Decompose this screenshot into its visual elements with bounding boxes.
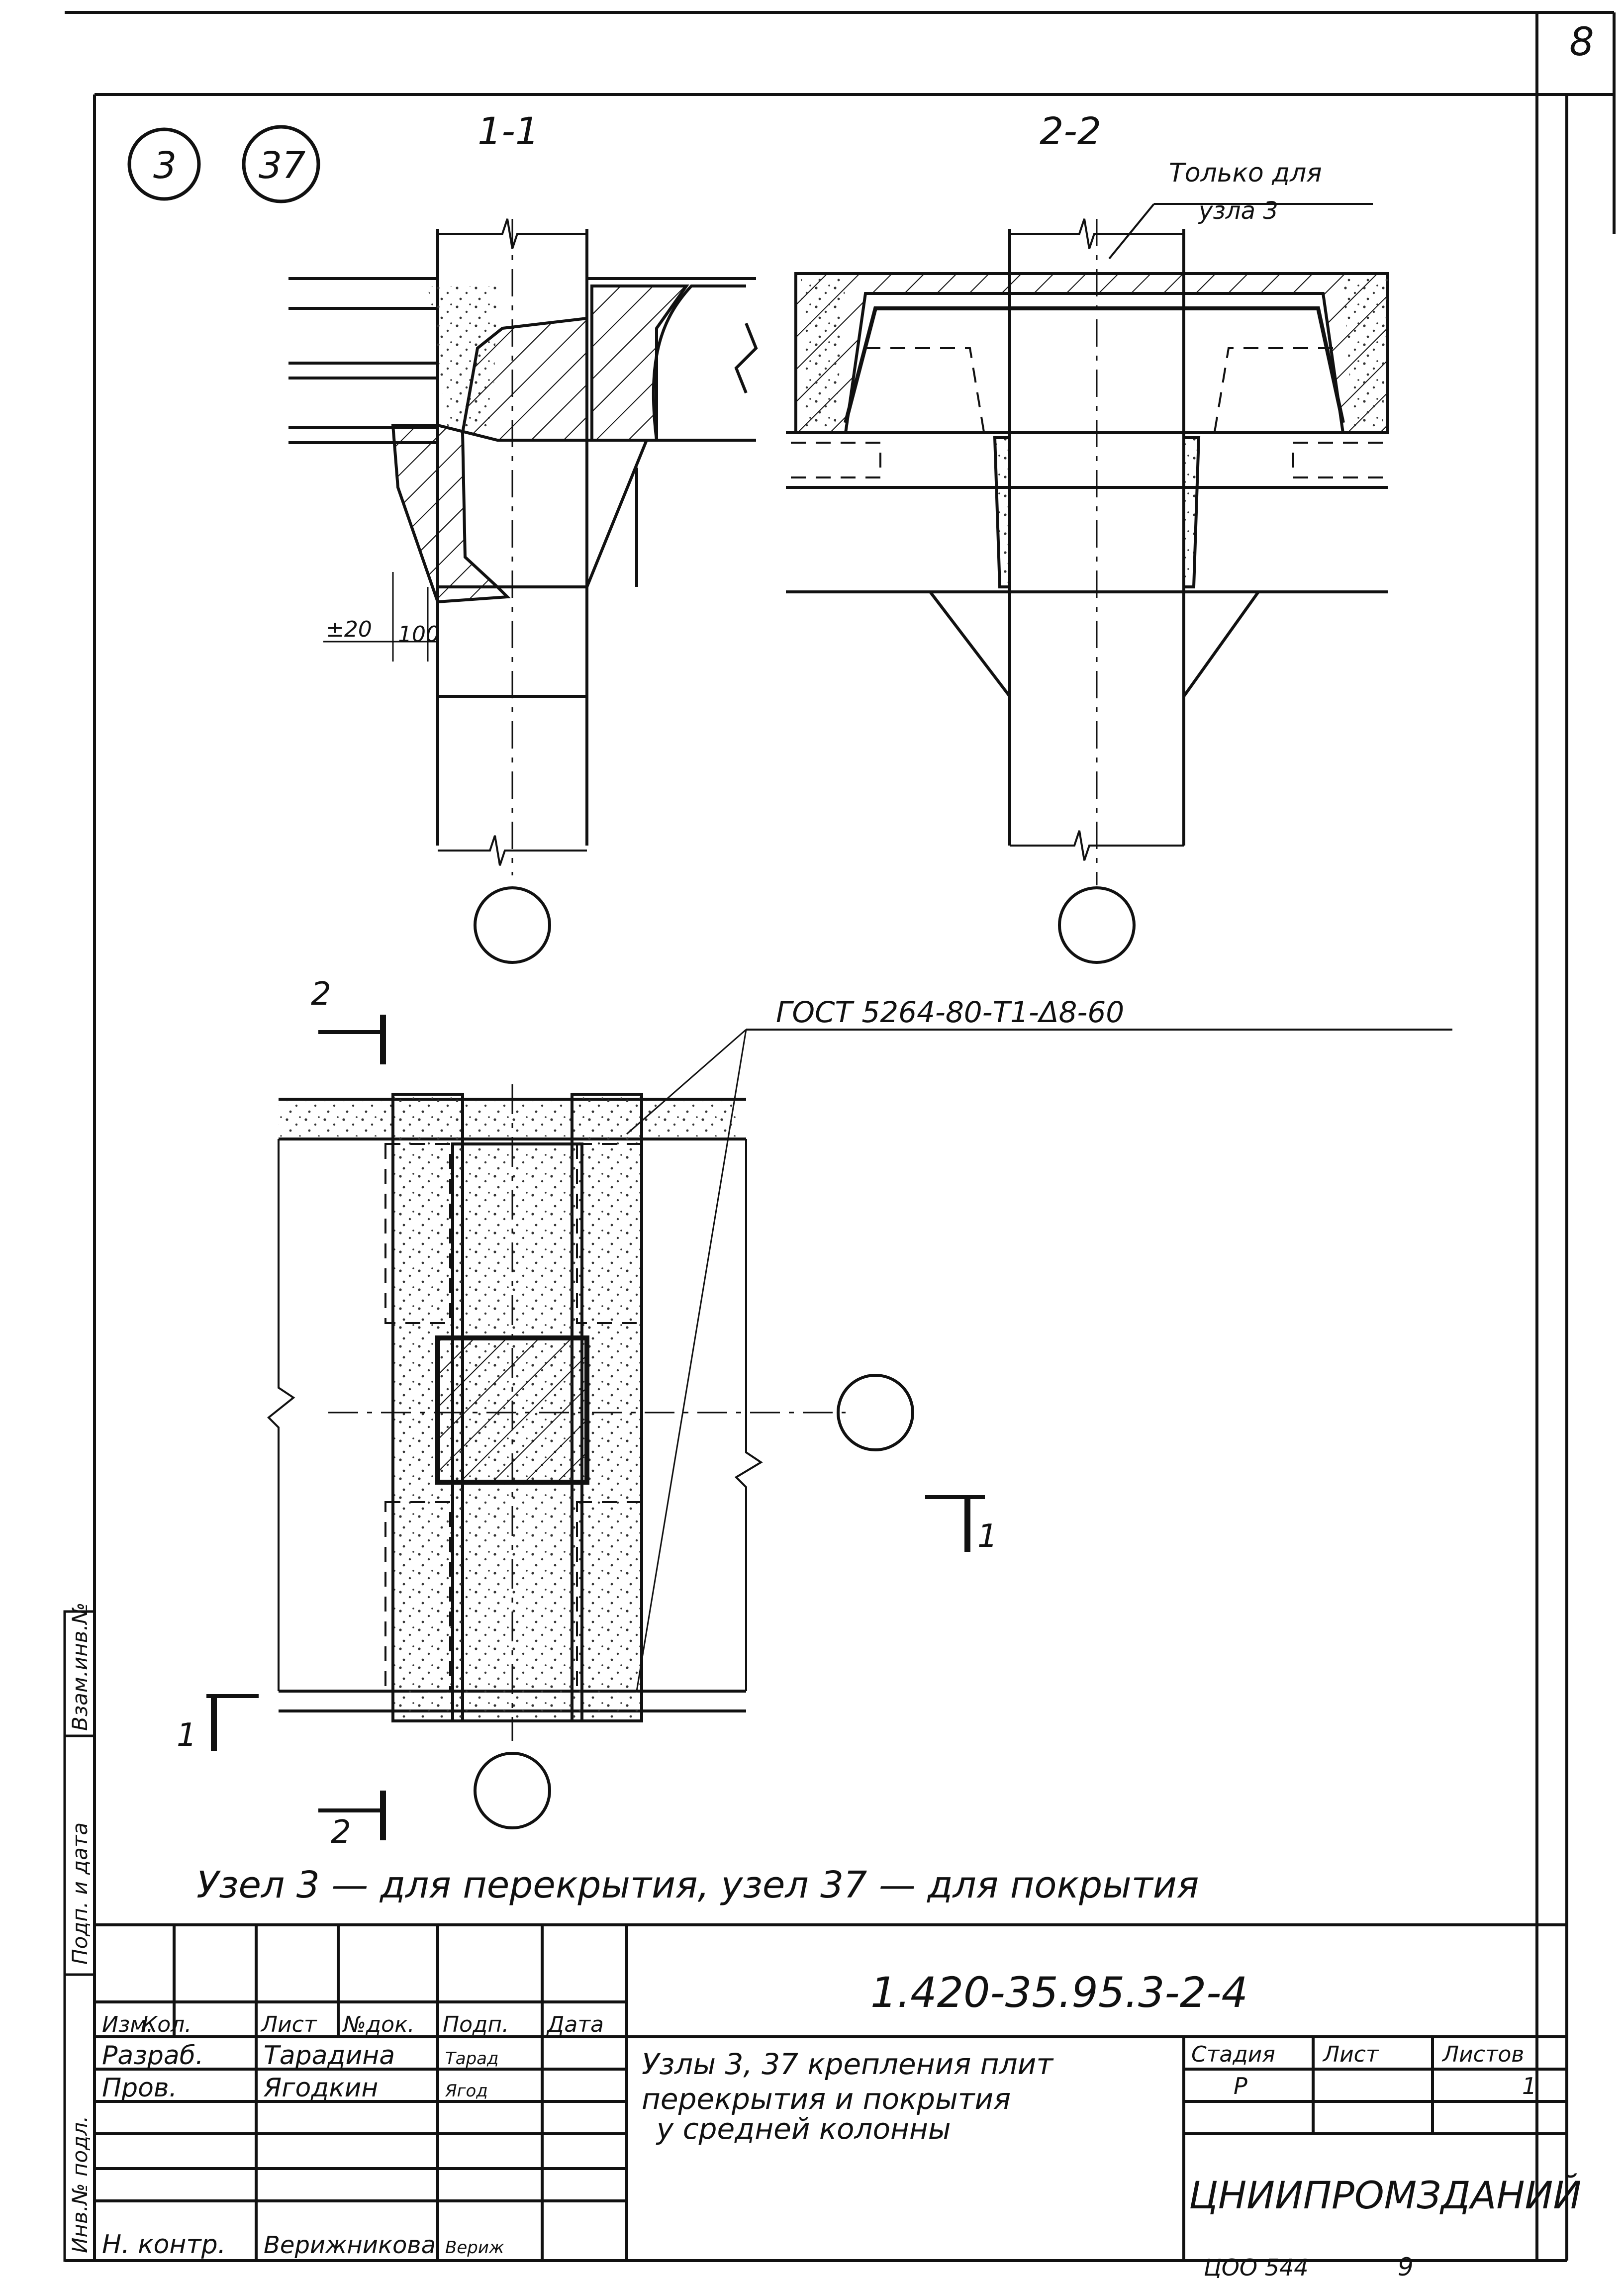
- hdr-izm: Изм.: [102, 2012, 154, 2037]
- side-stamp: [63, 1610, 96, 2262]
- sheet-header: Лист: [1322, 2042, 1379, 2067]
- name-razrab: Тарадина: [264, 2041, 395, 2071]
- note-only-for: Только для: [1169, 158, 1322, 188]
- hdr-podp: Подп.: [443, 2012, 509, 2037]
- hdr-ndok: №док.: [342, 2012, 415, 2037]
- plan-view: [206, 1015, 1452, 1840]
- stage-value: Р: [1234, 2073, 1247, 2099]
- stamp-vzam-inv: Взам.инв.№: [68, 1603, 92, 1731]
- section-title-2-2: 2-2: [1040, 109, 1101, 153]
- cut-mark-1-right: 1: [977, 1518, 998, 1555]
- role-razrab: Разраб.: [102, 2041, 203, 2071]
- section-title-1-1: 1-1: [478, 109, 539, 153]
- cut-mark-2-top: 2: [311, 976, 331, 1013]
- hdr-list: Лист: [260, 2012, 317, 2037]
- title-block: [95, 1923, 1567, 2261]
- doc-code: 1.420-35.95.3-2-4: [870, 1968, 1248, 2017]
- hdr-kol: Кол.: [142, 2012, 191, 2037]
- gost-callout: ГОСТ 5264-80-Т1-Δ8-60: [776, 995, 1124, 1029]
- sign-razrab: Тарад: [445, 2049, 499, 2069]
- node-37-text: 37: [259, 144, 305, 187]
- title-line-1: Узлы 3, 37 крепления плит: [642, 2047, 1054, 2081]
- sheets-header: Листов: [1441, 2042, 1524, 2067]
- hdr-data: Дата: [546, 2012, 604, 2037]
- footer-num: 9: [1398, 2253, 1414, 2278]
- node-label-3: [127, 125, 320, 203]
- node-3-text: 3: [153, 144, 177, 187]
- name-nkontr: Верижникова: [264, 2231, 436, 2259]
- role-prov: Пров.: [102, 2073, 177, 2103]
- section-1-1: [288, 218, 758, 964]
- cut-mark-2-bottom: 2: [331, 1814, 351, 1851]
- sheets-value: 1: [1522, 2073, 1536, 2099]
- note-node-3: узла 3: [1198, 197, 1278, 225]
- stage-header: Стадия: [1191, 2042, 1275, 2067]
- title-line-3: у средней колонны: [656, 2112, 951, 2146]
- sign-nkontr: Вериж: [445, 2238, 504, 2258]
- cut-mark-1-left: 1: [177, 1717, 197, 1754]
- stamp-sign-date: Подп. и дата: [68, 1822, 92, 1965]
- sheet-frame: [65, 11, 1616, 2262]
- sign-prov: Ягод: [445, 2081, 488, 2101]
- org-name: ЦНИИПРОМЗДАНИЙ: [1189, 2173, 1581, 2217]
- section-2-2: [786, 218, 1389, 964]
- sheet-number: 8: [1569, 20, 1594, 65]
- title-line-2: перекрытия и покрытия: [642, 2082, 1011, 2116]
- name-prov: Ягодкин: [263, 2073, 378, 2103]
- caption: Узел 3 — для перекрытия, узел 37 — для п…: [196, 1864, 1199, 1906]
- footer-code: ЦОО 544: [1204, 2254, 1309, 2278]
- dim-100: 100: [398, 622, 440, 647]
- role-nkontr: Н. контр.: [102, 2230, 226, 2260]
- dim-tolerance: ±20: [326, 617, 372, 642]
- stamp-inv-podl: Инв.№ подл.: [68, 2116, 92, 2253]
